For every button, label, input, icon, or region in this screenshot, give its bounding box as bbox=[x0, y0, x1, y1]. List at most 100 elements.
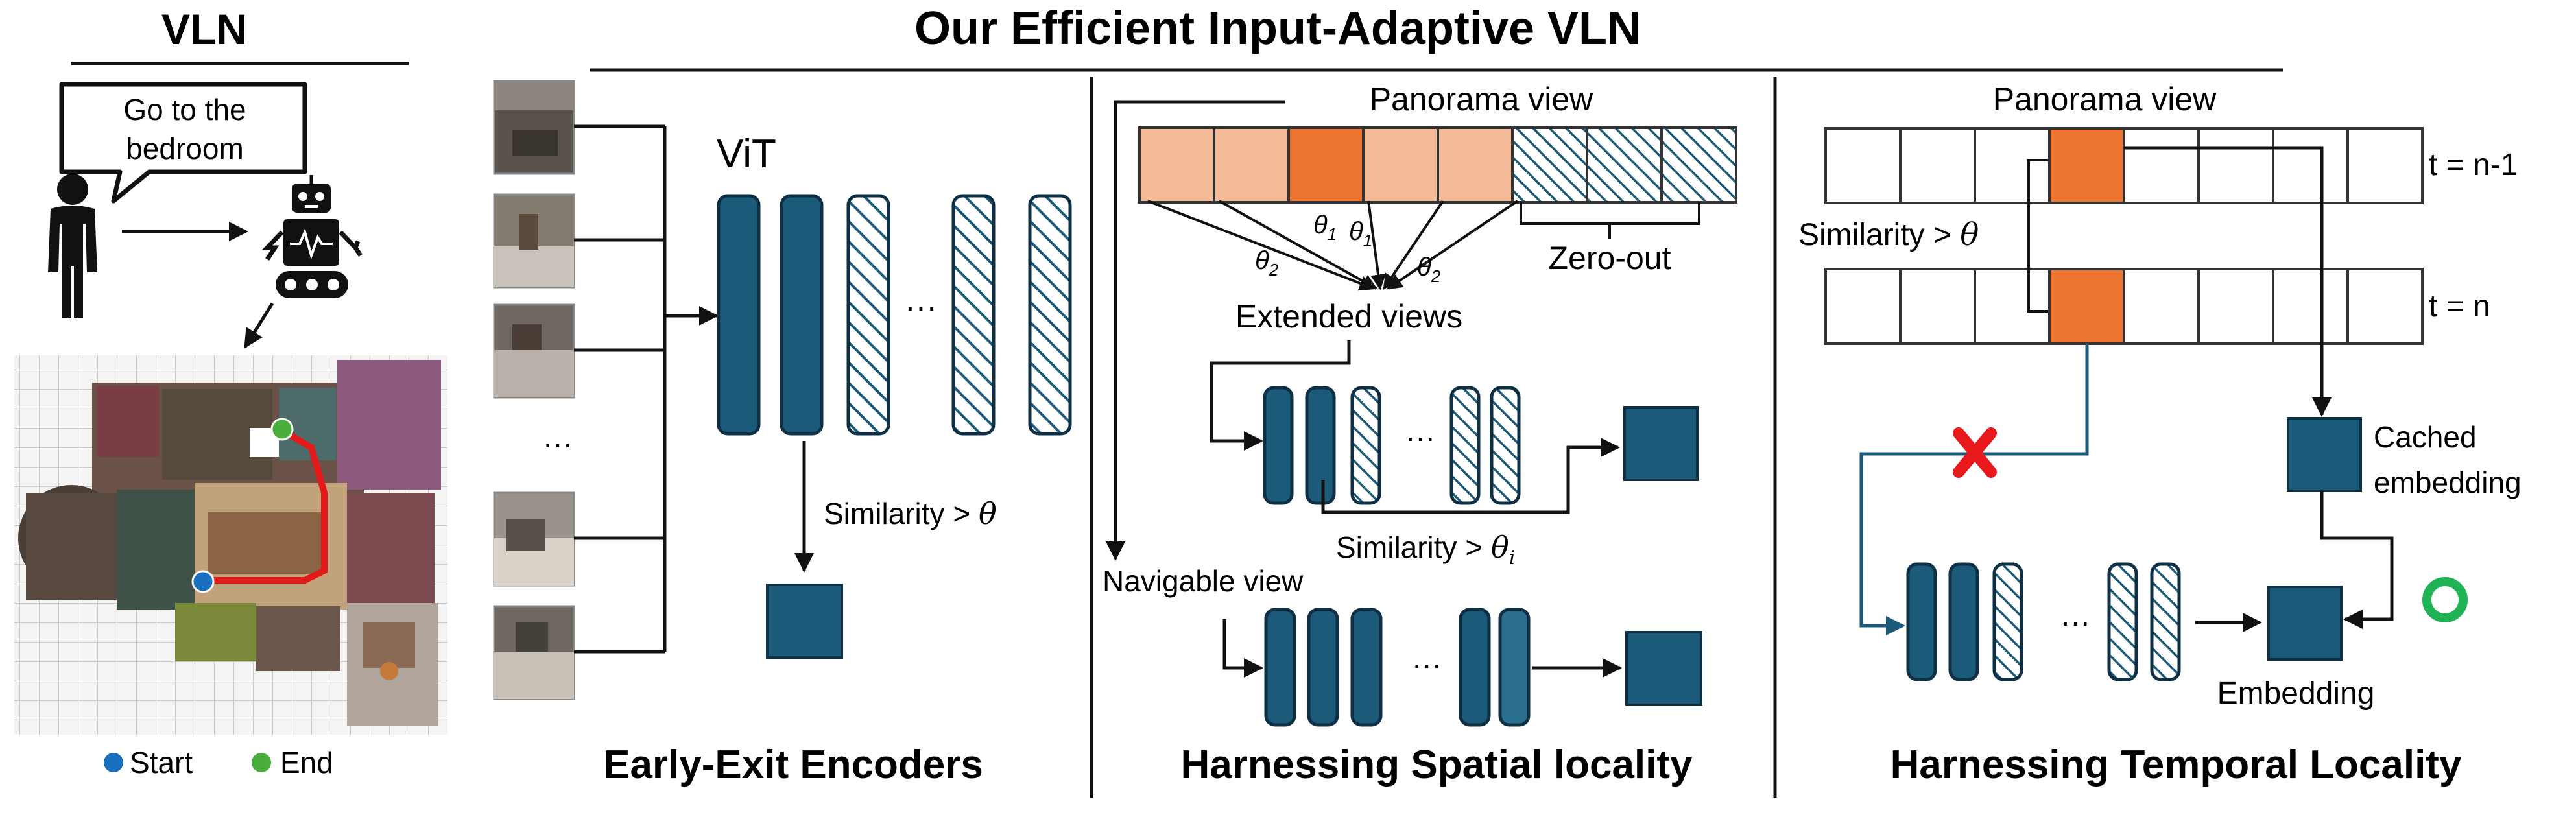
early-exit-label: Early-Exit Encoders bbox=[603, 742, 983, 787]
embedding-block bbox=[2267, 586, 2343, 661]
t-curr-label: t = n bbox=[2429, 289, 2490, 324]
early-exit-section: ··· ViT ··· Similarity > θ Ear bbox=[493, 80, 1072, 787]
spatial-ellipsis-2: ··· bbox=[1412, 647, 1442, 681]
route-path bbox=[211, 426, 328, 584]
tp-row2-cell-4 bbox=[2048, 268, 2125, 345]
main-title: Our Efficient Input-Adaptive VLN bbox=[914, 3, 1641, 54]
tp-row2-cell-5 bbox=[2123, 268, 2200, 345]
start-marker bbox=[191, 570, 215, 593]
spatial-nav-layer-5 bbox=[1498, 608, 1531, 727]
spatial-navigable-encoder bbox=[1264, 608, 1531, 727]
early-exit-similarity: Similarity > θ bbox=[824, 496, 997, 531]
floor-plan-map bbox=[14, 355, 447, 735]
panorama-cell-6 bbox=[1511, 126, 1588, 204]
temporal-layer-4 bbox=[2107, 562, 2138, 681]
temporal-encoder bbox=[1906, 562, 2181, 681]
instruction-line-2: bedroom bbox=[126, 132, 244, 165]
temporal-panorama-label: Panorama view bbox=[1993, 81, 2217, 117]
panorama-cell-7 bbox=[1586, 126, 1663, 204]
vit-layer-2 bbox=[780, 194, 824, 436]
panorama-cell-4 bbox=[1362, 126, 1439, 204]
spatial-exit-arrow bbox=[1321, 438, 1620, 514]
spatial-ext-layer-5 bbox=[1490, 386, 1521, 505]
navigable-view-label: Navigable view bbox=[1103, 564, 1304, 598]
spatial-ellipsis-1: ··· bbox=[1405, 420, 1435, 454]
cached-label-1: Cached bbox=[2374, 420, 2477, 454]
input-image-5 bbox=[493, 605, 575, 700]
temporal-ellipsis: ··· bbox=[2060, 605, 2090, 639]
vit-layer-1 bbox=[717, 194, 761, 436]
tp-row1-cell-2 bbox=[1899, 127, 1976, 204]
zero-out-bracket bbox=[1520, 202, 1700, 225]
image-bracket bbox=[574, 124, 667, 654]
temporal-panorama-curr bbox=[1824, 268, 2424, 345]
cached-arrow bbox=[2124, 146, 2332, 417]
layer-ellipsis: ··· bbox=[905, 289, 937, 325]
panorama-cell-5 bbox=[1437, 126, 1514, 204]
spatial-nav-layer-3 bbox=[1350, 608, 1383, 727]
spatial-panorama-strip bbox=[1138, 126, 1737, 204]
navigable-feed-line bbox=[1106, 100, 1285, 561]
temporal-layer-2 bbox=[1948, 562, 1979, 681]
recompute-path bbox=[1859, 344, 2089, 635]
instruction-line-1: Go to the bbox=[123, 93, 246, 126]
legend-start-dot bbox=[104, 753, 123, 772]
early-exit-output-block bbox=[766, 584, 843, 659]
extended-to-encoder-arrow bbox=[1210, 340, 1351, 451]
arrow-robot-to-map bbox=[243, 302, 274, 349]
tp-row2-cell-7 bbox=[2272, 268, 2349, 345]
panorama-cell-2 bbox=[1213, 126, 1290, 204]
spatial-nav-layer-1 bbox=[1264, 608, 1296, 727]
cached-embedding-block bbox=[2287, 417, 2362, 492]
panorama-cell-1 bbox=[1138, 126, 1215, 204]
robot-icon bbox=[261, 175, 363, 298]
tp-row1-cell-6 bbox=[2197, 127, 2274, 204]
t-prev-label: t = n-1 bbox=[2429, 148, 2518, 182]
spatial-nav-layer-2 bbox=[1307, 608, 1339, 727]
cross-icon bbox=[1953, 427, 1997, 478]
spatial-ext-layer-1 bbox=[1263, 386, 1294, 505]
tp-row1-cell-7 bbox=[2272, 127, 2349, 204]
temporal-panorama-prev bbox=[1824, 127, 2424, 204]
person-icon bbox=[48, 174, 97, 318]
tp-row2-cell-6 bbox=[2197, 268, 2274, 345]
speech-bubble-icon bbox=[59, 82, 307, 204]
embedding-label: Embedding bbox=[2217, 676, 2375, 711]
theta-1-left: θ1 bbox=[1313, 211, 1337, 244]
vit-layer-5 bbox=[1028, 194, 1072, 436]
circle-check-icon bbox=[2422, 577, 2468, 622]
input-image-3 bbox=[493, 303, 575, 399]
vit-layer-4 bbox=[951, 194, 996, 436]
tp-row2-cell-3 bbox=[1974, 268, 2051, 345]
input-image-4 bbox=[493, 491, 575, 587]
input-image-1 bbox=[493, 80, 575, 175]
cached-label-2: embedding bbox=[2374, 466, 2522, 499]
spatial-panorama-label: Panorama view bbox=[1370, 81, 1593, 117]
image-ellipsis: ··· bbox=[543, 427, 573, 460]
spatial-ext-layer-2 bbox=[1305, 386, 1336, 505]
spatial-ext-layer-4 bbox=[1449, 386, 1481, 505]
spatial-nav-layer-4 bbox=[1459, 608, 1491, 727]
tp-row1-cell-3 bbox=[1974, 127, 2051, 204]
legend-start-label: Start bbox=[130, 746, 193, 779]
temporal-similarity-bracket bbox=[2027, 159, 2048, 313]
tp-row2-cell-1 bbox=[1824, 268, 1902, 345]
tp-row1-cell-8 bbox=[2346, 127, 2424, 204]
spatial-navigable-output-block bbox=[1625, 631, 1702, 706]
temporal-similarity: Similarity > θ bbox=[1798, 217, 1979, 253]
temporal-layer-1 bbox=[1906, 562, 1937, 681]
vln-section: VLN Go to the bedroom bbox=[14, 5, 447, 779]
spatial-similarity: Similarity > θi bbox=[1336, 530, 1515, 569]
temporal-label: Harnessing Temporal Locality bbox=[1890, 742, 2462, 787]
zero-out-label: Zero-out bbox=[1549, 240, 1671, 276]
navigable-to-encoder-arrow bbox=[1222, 619, 1263, 678]
spatial-extended-encoder bbox=[1263, 386, 1521, 505]
extended-views-label: Extended views bbox=[1235, 298, 1462, 335]
theta-2-right: θ2 bbox=[1417, 253, 1441, 286]
theta-2-left: θ2 bbox=[1255, 246, 1279, 279]
spatial-label: Harnessing Spatial locality bbox=[1180, 742, 1693, 787]
extended-view-arrows bbox=[1147, 200, 1519, 291]
input-image-2 bbox=[493, 193, 575, 289]
tp-row1-cell-5 bbox=[2123, 127, 2200, 204]
